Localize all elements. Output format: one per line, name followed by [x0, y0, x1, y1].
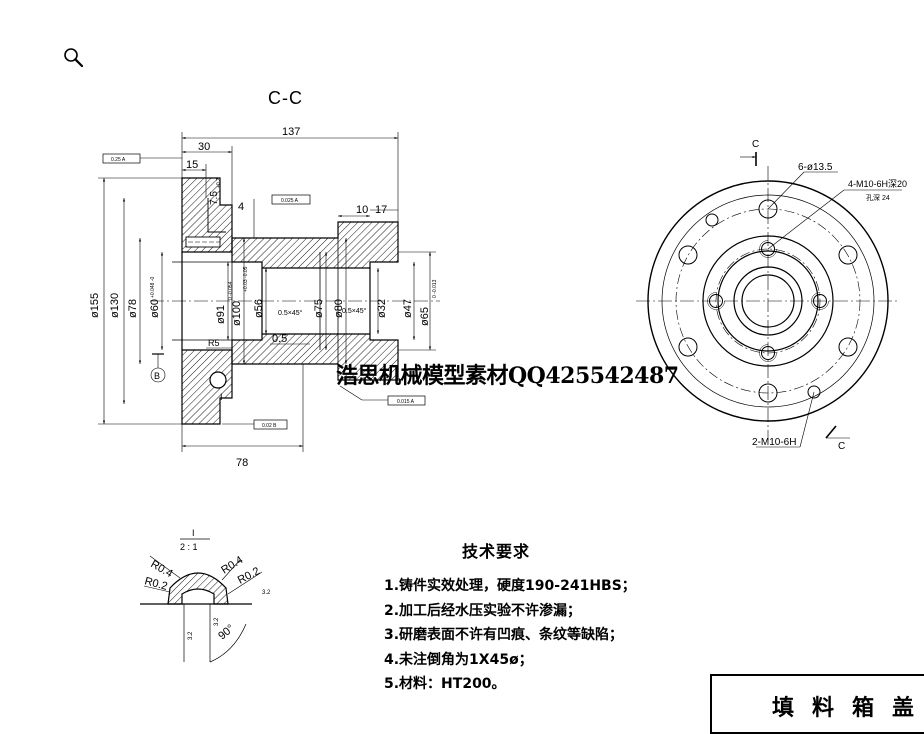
section-mark-bottom: C	[838, 441, 845, 452]
tolerance-text: 0.25 A 0.025 A 0.015 A 0.02 B +0.048 -0 …	[111, 157, 438, 429]
tol-dia65: 0 -0.013	[432, 279, 438, 298]
depth-label: 孔深 24	[866, 193, 890, 202]
dim-chamfer-1: 0.5×45°	[278, 309, 303, 317]
dim-4: 4	[238, 201, 244, 213]
section-view	[150, 177, 440, 425]
dim-dia56: ø56	[253, 299, 265, 318]
dim-dia32: ø32	[376, 299, 388, 318]
bolt-holes	[678, 199, 858, 403]
tol-frame-2: 0.025 A	[281, 198, 299, 204]
dim-chamfer-2: 0.5×45°	[342, 307, 367, 315]
rough-1: 3.2	[262, 590, 271, 596]
requirement-item: 5.材料：HT200。	[384, 676, 506, 692]
rough-3: 3.2	[214, 617, 220, 626]
threads-label: 4-M10-6H深20	[848, 179, 907, 189]
detail-mark: I	[220, 392, 223, 402]
detail-view	[140, 538, 263, 663]
tol-dia60: +0.048 -0	[150, 277, 156, 298]
tol-dia100: +0.03 -0.05	[243, 266, 249, 292]
tapped-holes	[707, 240, 829, 362]
dim-dia47: ø47	[402, 299, 414, 318]
tol-frame-1: 0.25 A	[111, 157, 126, 163]
detail-scale: 2 : 1	[180, 542, 198, 552]
dim-15: 15	[186, 159, 198, 171]
tol-7-5: +0.2	[216, 178, 222, 188]
requirements-title: 技术要求	[462, 542, 531, 561]
end-view	[636, 166, 900, 440]
bottom-thread-label: 2-M10-6H	[752, 437, 796, 448]
title-block: 填料箱盖	[710, 674, 924, 734]
rough-2: 3.2	[188, 631, 194, 640]
end-view-text: C 6-ø13.5 4-M10-6H深20 孔深 24 2-M10-6H C	[752, 139, 907, 452]
dim-dia60: ø60	[149, 299, 161, 318]
dim-137: 137	[282, 126, 300, 138]
requirement-item: 3.研磨表面不许有凹痕、条纹等缺陷；	[384, 627, 624, 643]
watermark: 浩思机械模型素材QQ425542487	[336, 363, 679, 389]
dim-dia78: ø78	[127, 299, 139, 318]
dim-30: 30	[198, 141, 210, 153]
requirement-item: 4.未注倒角为1X45ø；	[384, 651, 533, 668]
dim-78: 78	[236, 457, 248, 469]
requirement-item: 1.铸件实效处理，硬度190-241HBS；	[384, 578, 636, 594]
tol-dia91: 0 -0.054	[228, 281, 234, 300]
part-name: 填料箱盖	[772, 695, 924, 721]
dim-dia155: ø155	[89, 293, 101, 318]
section-dimensions	[98, 132, 436, 452]
detail-r02-right: R0.2	[236, 565, 262, 587]
detail-title: I	[192, 528, 195, 538]
requirements-list: 1.铸件实效处理，硬度190-241HBS； 2.加工后经水压实验不许渗漏； 3…	[384, 574, 636, 697]
dim-7-5: 7.5	[209, 191, 220, 205]
end-view-annotations	[740, 152, 902, 448]
detail-r02-left: R0.2	[143, 575, 169, 593]
dim-dia65: ø65	[419, 307, 431, 326]
dim-dia100: ø100	[231, 301, 243, 326]
tol-frame-3: 0.015 A	[397, 399, 415, 405]
section-dimension-text: 137 30 15 4 10 17 78 0.5 R5 0.5×45° 0.5×…	[89, 126, 431, 469]
dim-10: 10	[356, 204, 368, 216]
holes-label: 6-ø13.5	[798, 162, 833, 173]
tol-frame-4: 0.02 B	[262, 423, 277, 429]
dim-17: 17	[375, 204, 387, 216]
dim-dia130: ø130	[109, 293, 121, 318]
magnifier-icon[interactable]	[62, 46, 84, 68]
dim-dia75: ø75	[313, 299, 325, 318]
datum-b: B	[154, 371, 160, 381]
tolerance-frames	[102, 153, 426, 430]
section-mark-top: C	[752, 139, 759, 150]
dim-dia80: ø80	[333, 299, 345, 318]
section-view-title: C-C	[268, 88, 303, 108]
dim-dia91: ø91	[215, 305, 227, 324]
dim-0-5: 0.5	[272, 333, 287, 345]
dim-r5: R5	[208, 338, 220, 348]
requirement-item: 2.加工后经水压实验不许渗漏；	[384, 602, 582, 619]
